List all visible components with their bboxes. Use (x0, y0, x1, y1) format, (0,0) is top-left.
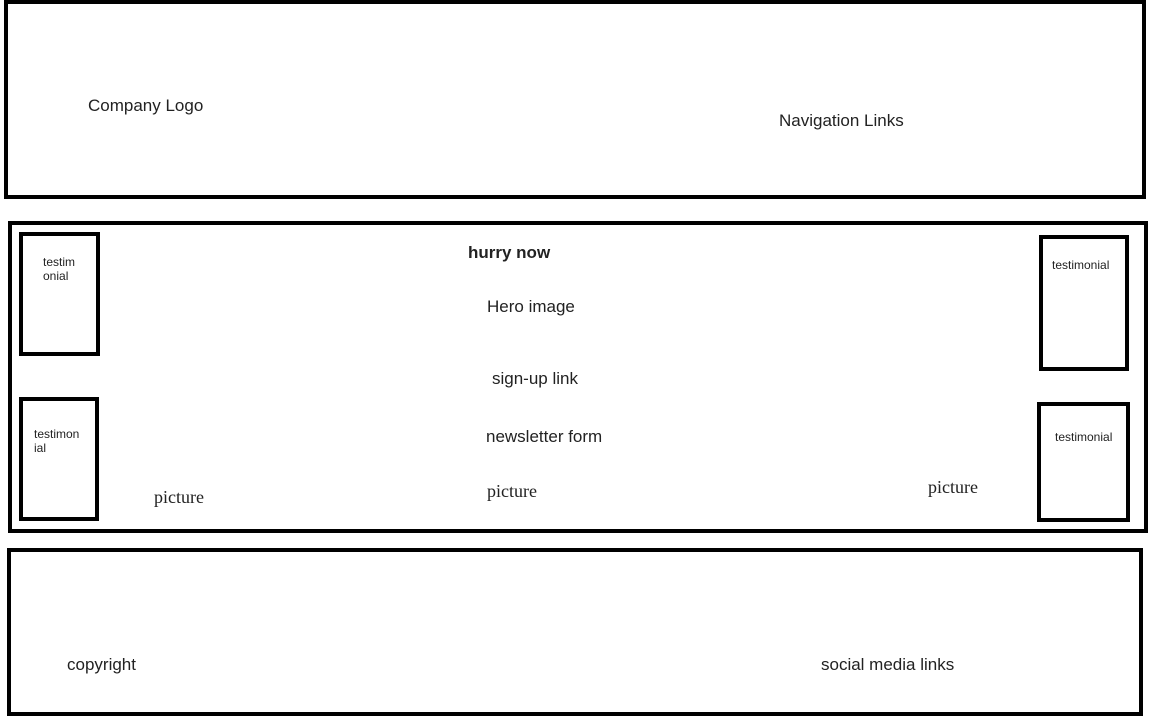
copyright-text: copyright (67, 655, 136, 674)
newsletter-form[interactable]: newsletter form (486, 427, 603, 446)
testimonial-top-left: testim onial (19, 232, 100, 356)
picture-left: picture (154, 487, 204, 507)
picture-right: picture (928, 477, 978, 497)
testimonial-top-right: testimonial (1039, 235, 1129, 371)
testimonial-bottom-right: testimonial (1037, 402, 1130, 522)
testimonial-label: testimonial (1052, 258, 1110, 272)
hurry-now-headline: hurry now (468, 243, 551, 262)
sign-up-link[interactable]: sign-up link (492, 369, 578, 388)
navigation-links[interactable]: Navigation Links (779, 111, 904, 130)
testimonial-label: testimonial (1055, 430, 1113, 444)
social-media-links[interactable]: social media links (821, 655, 955, 674)
hero-image: Hero image (487, 297, 575, 316)
company-logo[interactable]: Company Logo (88, 96, 204, 115)
testimonial-bottom-left: testimon ial (19, 397, 99, 521)
testimonial-label: testimon ial (34, 427, 80, 455)
header-section (4, 0, 1146, 199)
testimonial-label: testim onial (43, 255, 76, 283)
main-section (8, 221, 1148, 533)
footer-section (7, 548, 1143, 716)
picture-center: picture (487, 481, 537, 501)
